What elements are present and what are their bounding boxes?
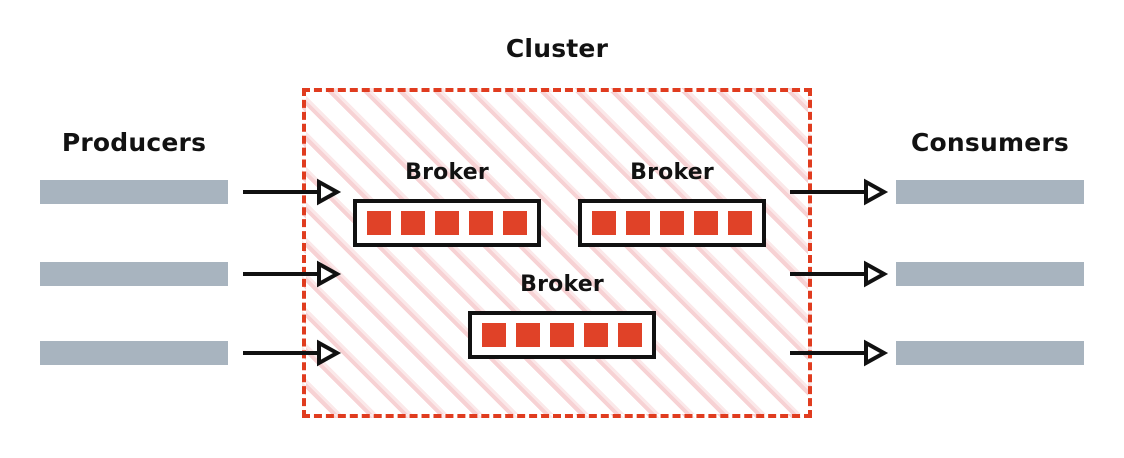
consumer-arrow-2 [790, 260, 889, 288]
partition-block [592, 211, 616, 235]
producer-bar-1 [40, 180, 228, 204]
consumer-arrow-1 [790, 178, 889, 206]
consumer-arrow-3 [790, 339, 889, 367]
partition-block [401, 211, 425, 235]
partition-block [469, 211, 493, 235]
cluster-boundary [302, 88, 812, 418]
partition-block [618, 323, 642, 347]
partition-block [367, 211, 391, 235]
broker-label-1: Broker [405, 160, 489, 185]
producers-title: Producers [61, 128, 207, 157]
partition-block [482, 323, 506, 347]
broker-box-2 [578, 199, 766, 247]
consumers-title: Consumers [910, 128, 1069, 157]
producer-bar-3 [40, 341, 228, 365]
broker-label-2: Broker [630, 160, 714, 185]
partition-block [584, 323, 608, 347]
producer-arrow-3 [243, 339, 342, 367]
consumer-bar-2 [896, 262, 1084, 286]
producer-bar-2 [40, 262, 228, 286]
producer-arrow-1 [243, 178, 342, 206]
partition-block [626, 211, 650, 235]
cluster-title: Cluster [505, 34, 609, 63]
partition-block [660, 211, 684, 235]
partition-block [516, 323, 540, 347]
partition-block [435, 211, 459, 235]
consumer-bar-3 [896, 341, 1084, 365]
partition-block [503, 211, 527, 235]
broker-box-3 [468, 311, 656, 359]
broker-box-1 [353, 199, 541, 247]
partition-block [550, 323, 574, 347]
consumer-bar-1 [896, 180, 1084, 204]
producer-arrow-2 [243, 260, 342, 288]
partition-block [728, 211, 752, 235]
partition-block [694, 211, 718, 235]
broker-label-3: Broker [520, 272, 604, 297]
